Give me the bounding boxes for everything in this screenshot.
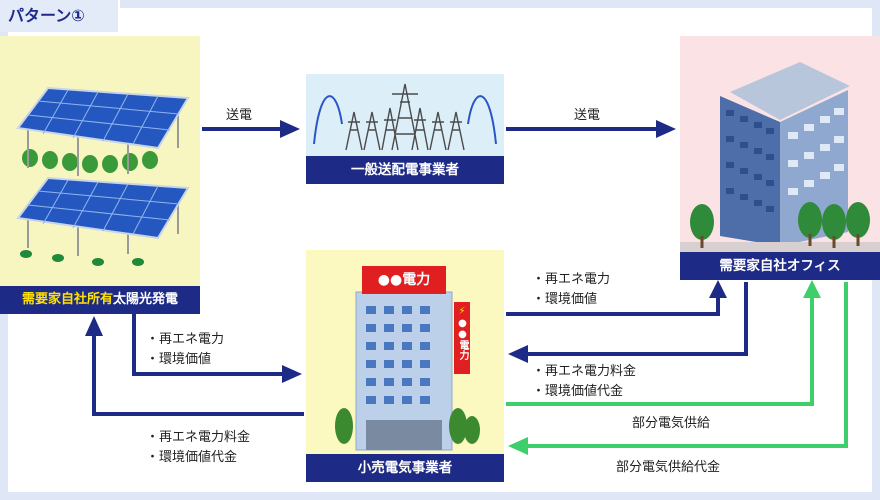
retailer-to-office-annotation: 再エネ電力 環境価値 [532, 270, 610, 310]
power-tower-illustration [313, 83, 497, 151]
office-building-illustration [680, 62, 880, 252]
retailer-sign-side-text: ●●電力 [457, 318, 468, 360]
annotation-line: 再エネ電力 [532, 270, 610, 290]
retailer-to-solar-arrow [85, 316, 304, 416]
retailer-sign-side: ⚡ ●●電力 [454, 302, 470, 374]
annotation-line: 再エネ電力料金 [146, 428, 250, 448]
lightning-icon: ⚡ [458, 306, 466, 317]
retailer-box: ●●電力 ⚡ ●●電力 小売電気事業者 [306, 250, 504, 482]
office-to-retailer-arrow [508, 282, 748, 363]
annotation-line: 環境価値代金 [532, 382, 636, 402]
office-box: 需要家自社オフィス [680, 36, 880, 280]
solar-array-illustration [16, 86, 190, 266]
annotation-line: 環境価値代金 [146, 448, 250, 468]
retailer-to-office-arrow [506, 280, 727, 316]
grid-operator-label: 一般送配電事業者 [306, 156, 504, 184]
partial-supply-fee-arrow [508, 282, 848, 455]
solar-panel-box: 需要家自社所有太陽光発電 [0, 36, 200, 314]
retailer-label: 小売電気事業者 [306, 454, 504, 482]
transmission-arrow-1 [202, 120, 300, 138]
grid-operator-box: 一般送配電事業者 [306, 74, 504, 184]
office-label: 需要家自社オフィス [680, 252, 880, 280]
retailer-building-illustration [335, 291, 480, 451]
transmission-arrow-2 [506, 120, 676, 138]
solar-label-generation: 太陽光発電 [113, 292, 179, 307]
solar-label-owned: 需要家自社所有 [21, 292, 113, 307]
annotation-line: 再エネ電力料金 [532, 362, 636, 382]
partial-supply-arrow [506, 280, 821, 406]
solar-to-retailer-annotation: 再エネ電力 環境価値 [146, 330, 224, 370]
annotation-line: 環境価値 [146, 350, 224, 370]
partial-supply-fee-label: 部分電気供給代金 [616, 460, 721, 475]
partial-supply-label: 部分電気供給 [632, 416, 711, 431]
retailer-sign-top: ●●電力 [362, 266, 446, 294]
office-to-retailer-annotation: 再エネ電力料金 環境価値代金 [532, 362, 636, 402]
annotation-line: 再エネ電力 [146, 330, 224, 350]
retailer-to-solar-annotation: 再エネ電力料金 環境価値代金 [146, 428, 250, 468]
transmission-label-1: 送電 [226, 108, 253, 123]
solar-to-retailer-arrow [132, 314, 302, 383]
transmission-label-2: 送電 [574, 108, 601, 123]
annotation-line: 環境価値 [532, 290, 610, 310]
pattern-label: パターン① [0, 0, 120, 32]
solar-label: 需要家自社所有太陽光発電 [0, 286, 200, 314]
